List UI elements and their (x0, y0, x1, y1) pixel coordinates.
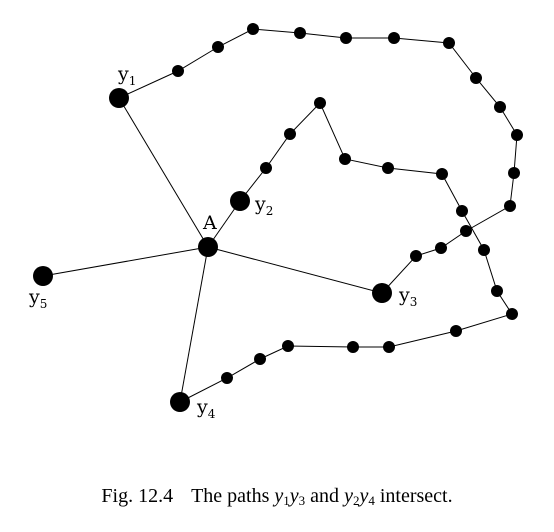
vertex-label-y5: y5 (28, 286, 47, 311)
path-y1-y3-vertex (443, 37, 455, 49)
edge-a-y1 (118, 97, 209, 248)
path-y2-y4-vertex (314, 97, 326, 109)
edge-a-y4 (179, 246, 209, 403)
vertices-layer (33, 23, 523, 412)
vertex-y2 (230, 191, 250, 211)
path-y2-y4-vertex (450, 325, 462, 337)
path-y1-y3-vertex (504, 200, 516, 212)
path-y2-y4-vertex (339, 153, 351, 165)
path-y2-y4-vertex (284, 128, 296, 140)
caption-path-2: y2y4 (344, 485, 375, 508)
path-y1-y3-vertex (470, 72, 482, 84)
path-y1-y3-vertex (388, 32, 400, 44)
path-y1-y3-vertex (511, 129, 523, 141)
vertex-label-y2: y2 (254, 193, 273, 218)
vertex-y1 (109, 88, 129, 108)
caption-text-middle: and (305, 485, 345, 507)
caption-text-after: intersect. (374, 485, 453, 507)
path-y1-y3-vertex (340, 32, 352, 44)
center-vertex-label: A (202, 212, 217, 234)
vertex-label-y3: y3 (398, 284, 417, 309)
vertex-y3 (372, 283, 392, 303)
path-graph-diagram: A y1 y2 y3 y4 y5 (28, 23, 523, 421)
caption-path-1: y1y3 (274, 485, 306, 508)
path-y1-y3-vertex (294, 27, 306, 39)
vertex-y4 (170, 392, 190, 412)
edge-a-y3 (207, 246, 383, 294)
path-y2-y4-vertex (436, 168, 448, 180)
figure-caption: Fig. 12.4 The paths y1y3 and y2y4 interse… (0, 485, 554, 509)
path-y1-y3-vertex (212, 41, 224, 53)
labels-layer: A y1 y2 y3 y4 y5 (28, 63, 417, 421)
path-y2-y4-vertex (382, 162, 394, 174)
path-y1-y3-vertex (460, 225, 472, 237)
edges-layer (42, 28, 518, 403)
path-y1-y3-vertex (508, 167, 520, 179)
path-y1-y3-vertex (172, 65, 184, 77)
figure-number: Fig. 12.4 (101, 485, 174, 507)
caption-text-before: The paths (191, 485, 275, 507)
path-y2-y4-vertex (347, 341, 359, 353)
path-y2-y4-vertex (221, 372, 233, 384)
vertex-y5 (33, 266, 53, 286)
path-y2-y4-vertex (506, 308, 518, 320)
path-y2-y4-vertex (478, 244, 490, 256)
path-y2-y4-vertex (383, 341, 395, 353)
path-y2-y4-vertex (254, 353, 266, 365)
path-y2-y4-vertex (260, 162, 272, 174)
path-y1-y3-vertex (494, 101, 506, 113)
edge-a-y5 (42, 246, 209, 277)
vertex-label-y1: y1 (117, 63, 136, 88)
path-y1-y3-vertex (435, 242, 447, 254)
path-y2-y4-vertex (491, 285, 503, 297)
path-y2-y4-vertex (456, 205, 468, 217)
center-vertex-a (198, 237, 218, 257)
path-y1-y3-vertex (410, 250, 422, 262)
path-y1-y3-vertex (247, 23, 259, 35)
path-y2-y4-vertex (282, 340, 294, 352)
vertex-label-y4: y4 (196, 396, 216, 421)
